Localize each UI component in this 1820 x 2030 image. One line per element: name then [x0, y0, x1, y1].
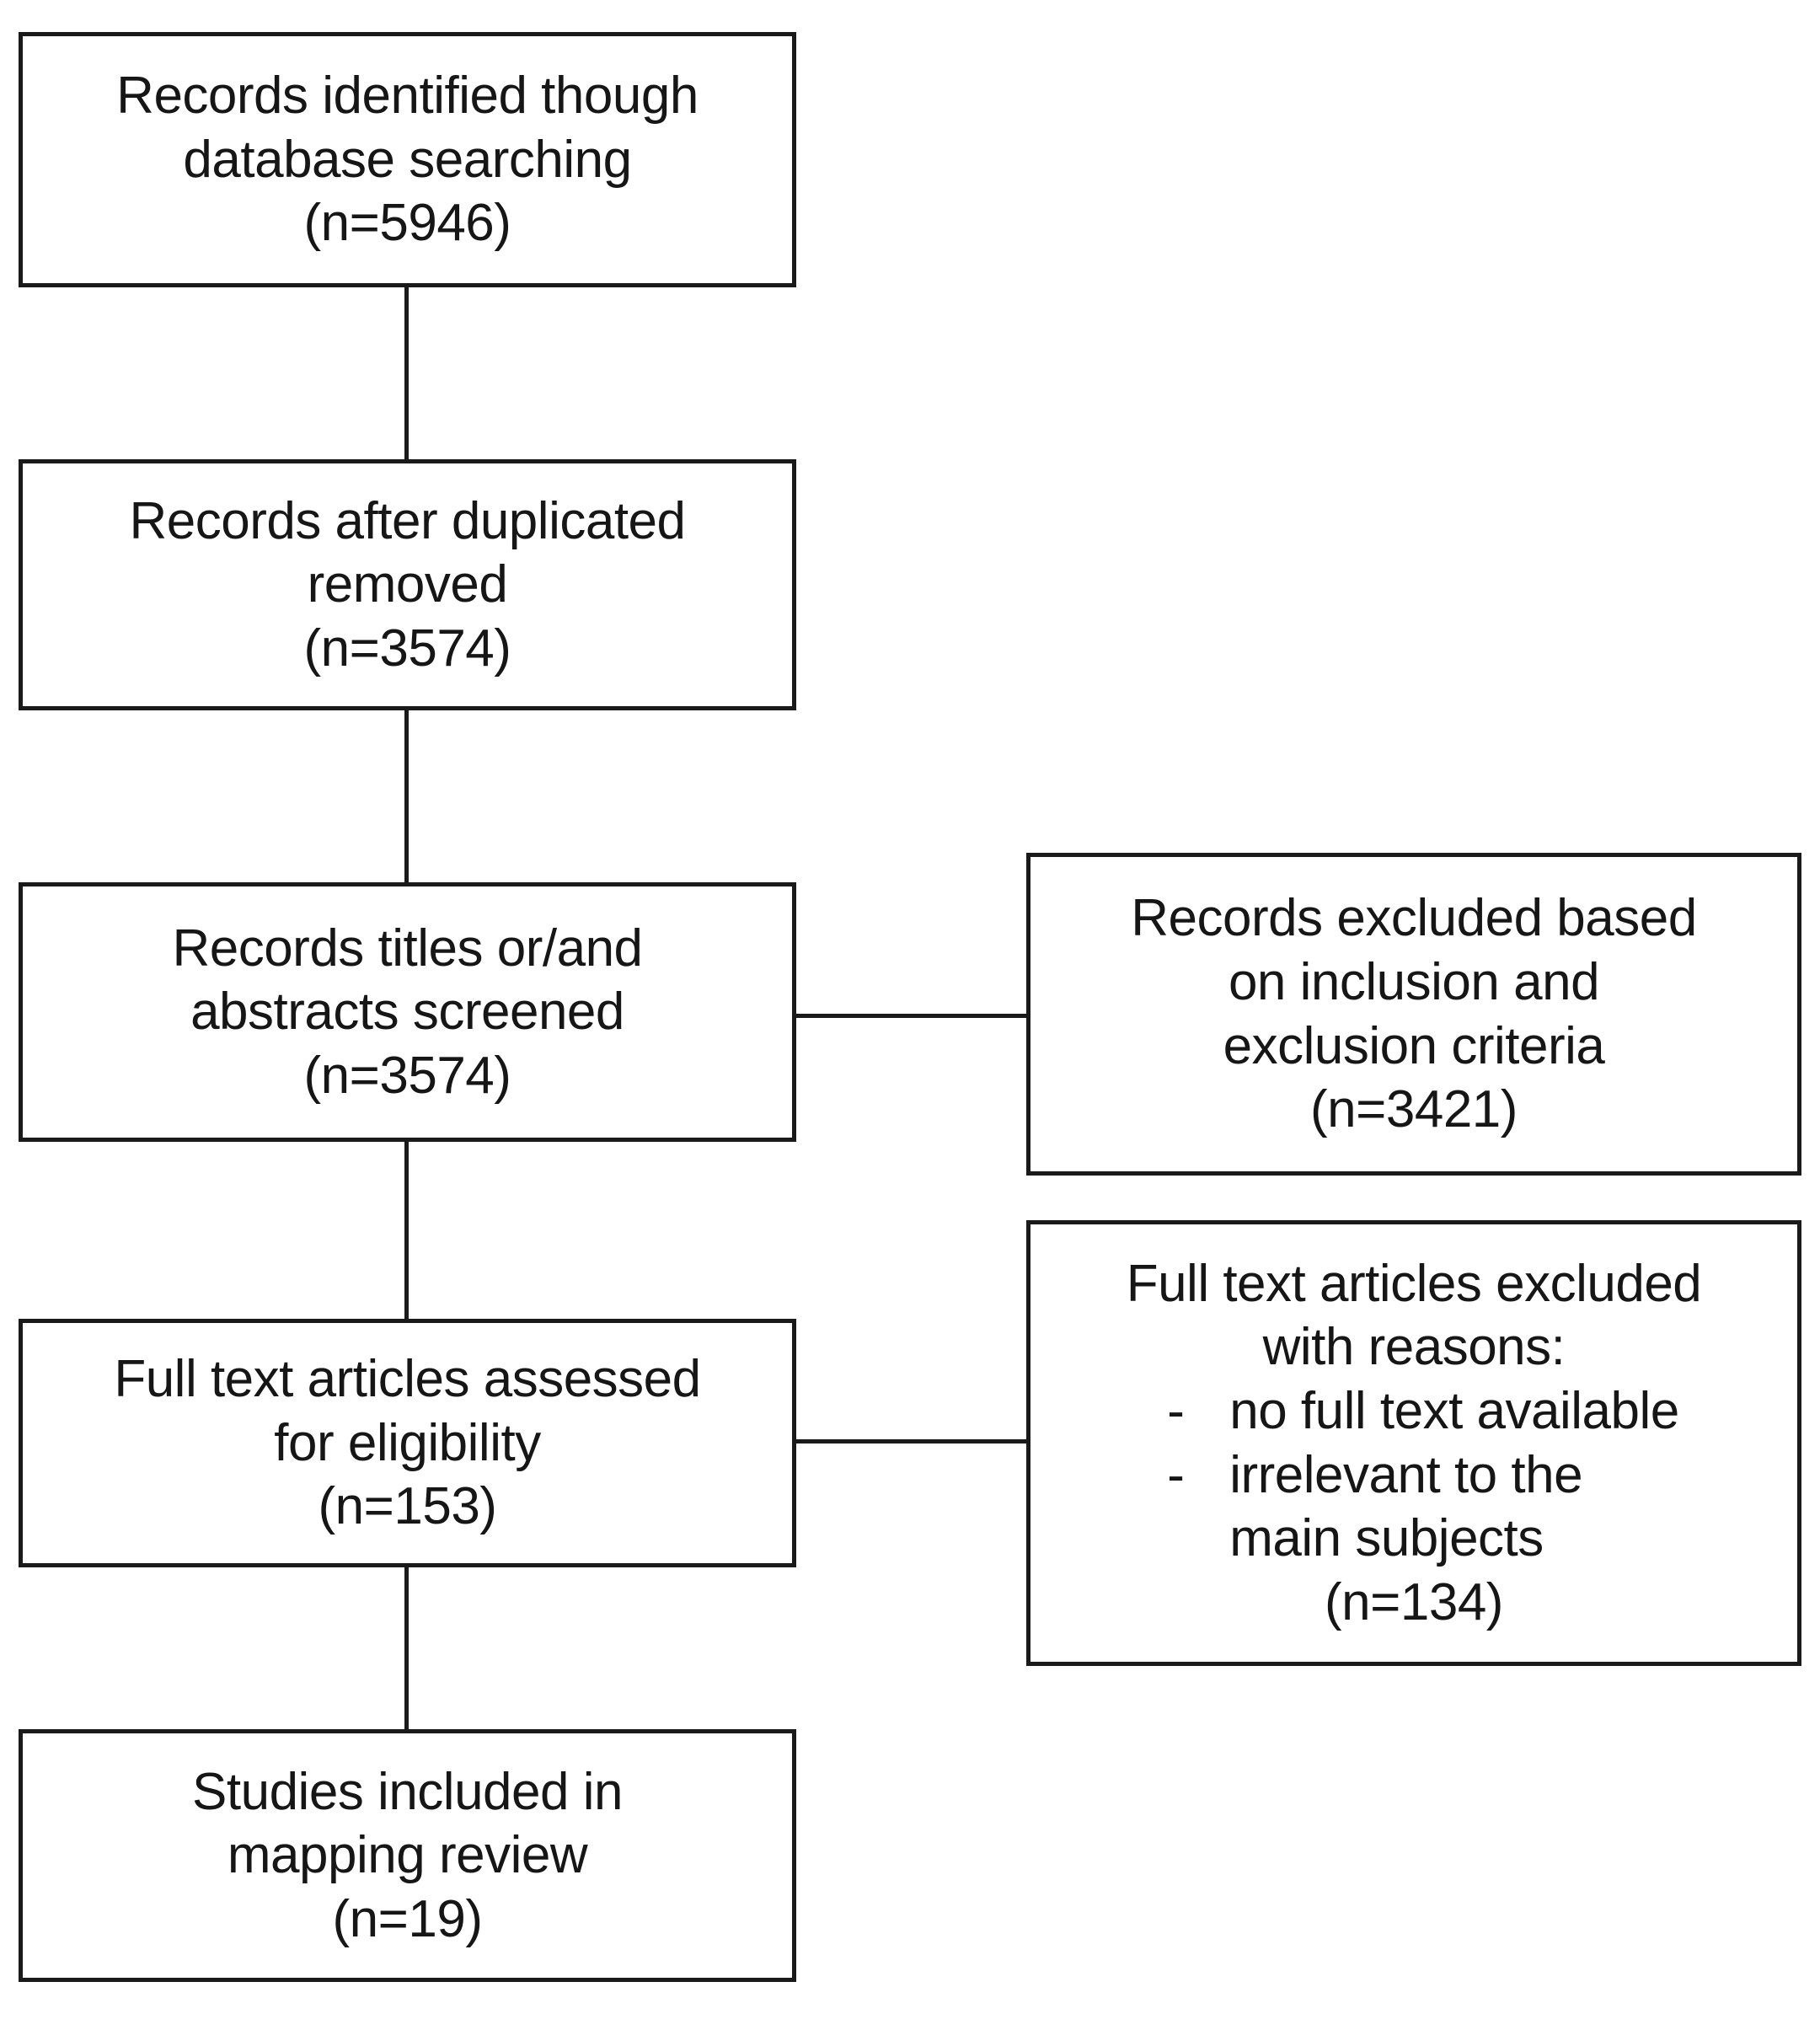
node-full-text-assessed-eligibility-line-1: Full text articles assessed	[114, 1350, 701, 1409]
node-records-after-duplicates-removed-count: (n=3574)	[303, 619, 511, 678]
node-records-identified-line-2: database searching	[183, 130, 632, 189]
node-records-excluded-criteria: Records excluded based on inclusion and …	[1026, 853, 1801, 1176]
node-records-excluded-criteria-line-2: on inclusion and	[1228, 952, 1600, 1011]
node-records-after-duplicates-removed-line-2: removed	[307, 555, 508, 614]
connector-identified-to-duplicates	[404, 287, 409, 459]
node-records-identified-line-1: Records identified though	[116, 67, 699, 126]
node-records-excluded-criteria-line-1: Records excluded based	[1131, 889, 1697, 948]
exclusion-reason-text: irrelevant to the main subjects	[1229, 1443, 1582, 1571]
node-full-text-excluded-reasons: Full text articles excluded with reasons…	[1026, 1220, 1801, 1666]
node-studies-included-line-1: Studies included in	[192, 1762, 623, 1821]
bullet-dash-icon: -	[1167, 1445, 1185, 1504]
node-records-identified-count: (n=5946)	[303, 194, 511, 253]
connector-eligibility-to-excluded-fulltext	[796, 1439, 1028, 1443]
node-records-screened: Records titles or/and abstracts screened…	[19, 882, 796, 1142]
connector-screened-to-excluded-criteria	[796, 1014, 1028, 1018]
node-full-text-excluded-count: (n=134)	[1325, 1572, 1503, 1631]
exclusion-reason-item: - irrelevant to the main subjects	[1148, 1443, 1679, 1571]
node-records-screened-count: (n=3574)	[303, 1046, 511, 1105]
node-full-text-assessed-eligibility-line-2: for eligibility	[274, 1413, 541, 1472]
node-records-excluded-criteria-count: (n=3421)	[1310, 1080, 1518, 1139]
node-records-screened-line-1: Records titles or/and	[172, 919, 643, 978]
exclusion-reason-2-line-2: main subjects	[1229, 1509, 1544, 1568]
node-records-excluded-criteria-line-3: exclusion criteria	[1223, 1016, 1605, 1075]
exclusion-reason-2-line-1: irrelevant to the	[1229, 1445, 1583, 1504]
node-studies-included-line-2: mapping review	[227, 1826, 588, 1885]
node-records-after-duplicates-removed-line-1: Records after duplicated	[129, 491, 686, 550]
exclusion-reasons-list: - no full text available - irrelevant to…	[1148, 1379, 1679, 1571]
connector-screened-to-eligibility	[404, 1142, 409, 1319]
node-studies-included-count: (n=19)	[332, 1889, 483, 1948]
node-full-text-excluded-heading-line-1: Full text articles excluded	[1126, 1254, 1702, 1313]
exclusion-reason-item: - no full text available	[1148, 1379, 1679, 1443]
node-records-identified: Records identified though database searc…	[19, 32, 796, 287]
node-full-text-assessed-eligibility-count: (n=153)	[318, 1477, 497, 1536]
exclusion-reason-1-line-1: no full text available	[1229, 1381, 1679, 1440]
exclusion-reason-text: no full text available	[1229, 1379, 1679, 1443]
connector-eligibility-to-included	[404, 1567, 409, 1729]
bullet-dash-icon: -	[1167, 1381, 1185, 1440]
node-full-text-assessed-eligibility: Full text articles assessed for eligibil…	[19, 1319, 796, 1567]
connector-duplicates-to-screened	[404, 710, 409, 882]
node-full-text-excluded-heading-line-2: with reasons:	[1262, 1318, 1566, 1377]
node-studies-included: Studies included in mapping review (n=19…	[19, 1729, 796, 1982]
node-records-after-duplicates-removed: Records after duplicated removed (n=3574…	[19, 459, 796, 710]
node-records-screened-line-2: abstracts screened	[190, 983, 624, 1042]
